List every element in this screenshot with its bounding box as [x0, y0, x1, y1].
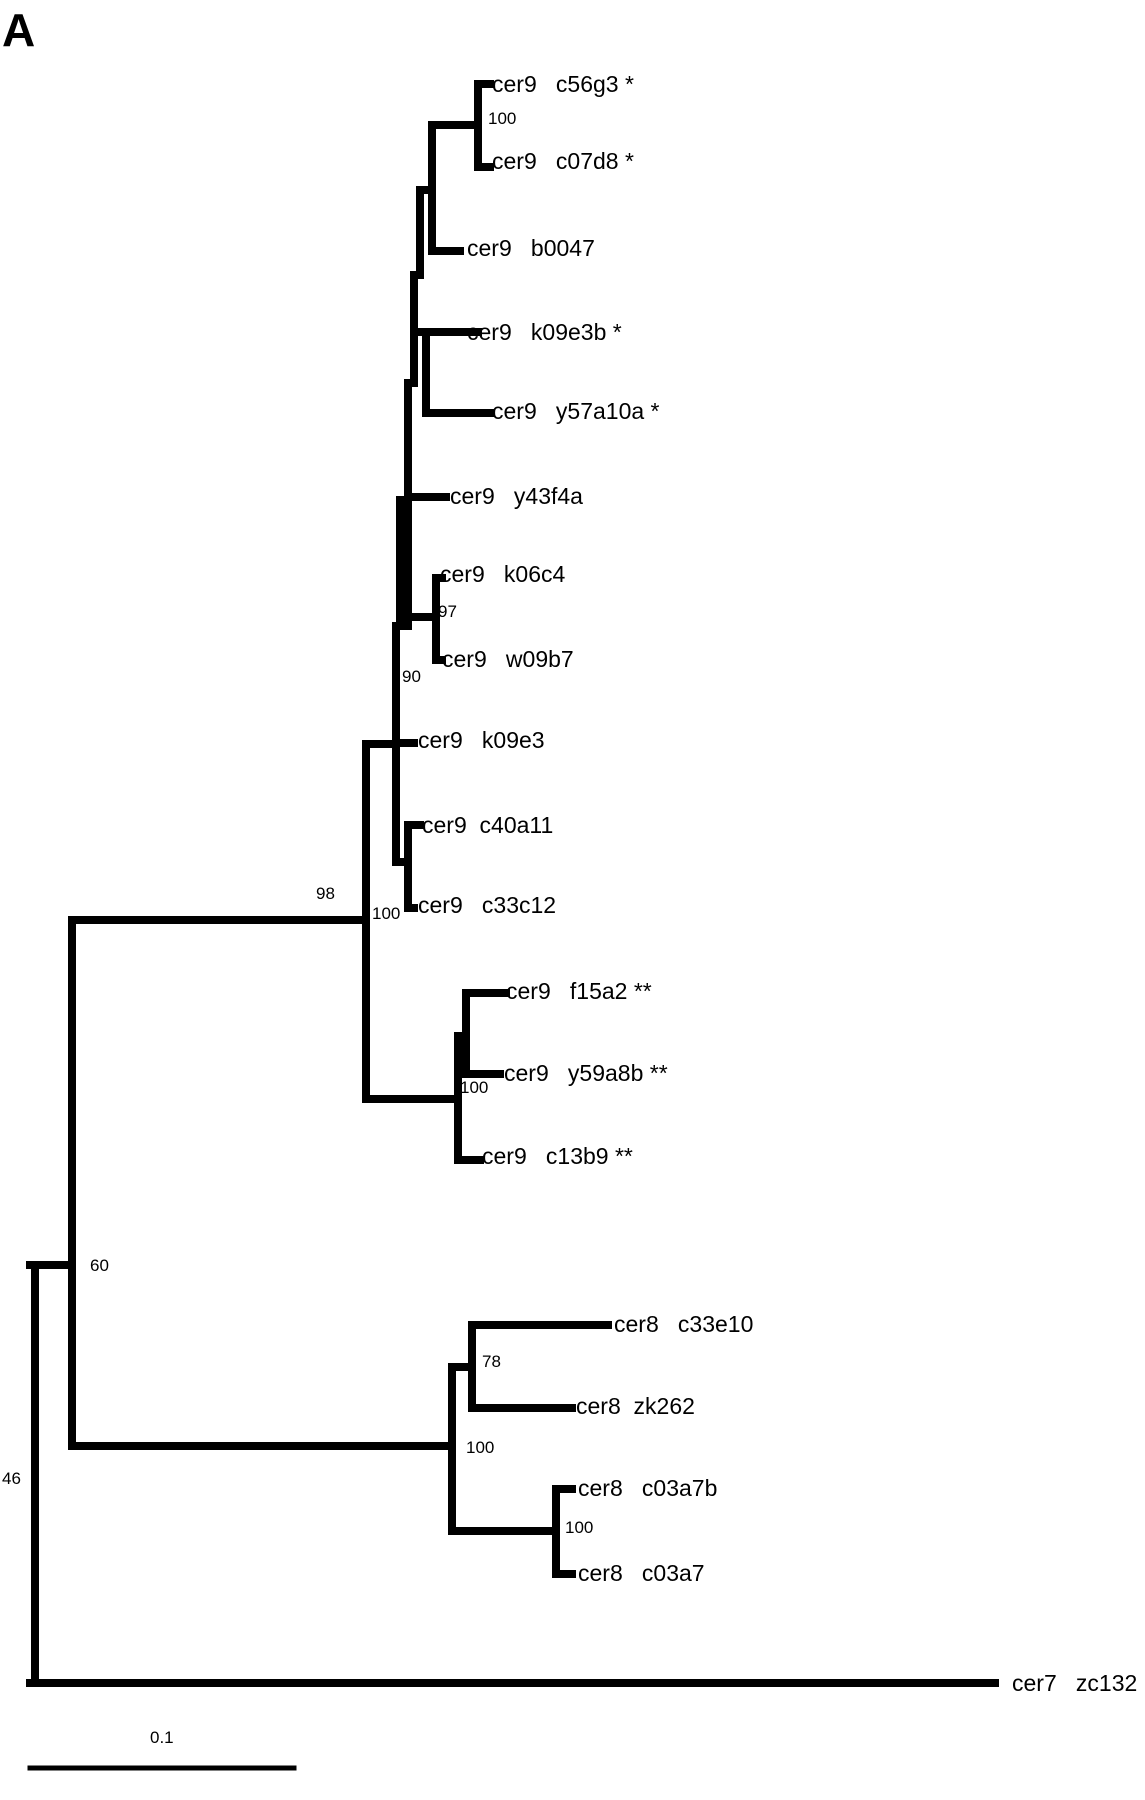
- branch-cer9-clade: [362, 740, 462, 1103]
- leaf-label: cer9 y43f4a: [450, 483, 583, 509]
- support-value: 90: [402, 667, 421, 686]
- leaf-label: cer9 c40a11: [422, 812, 553, 838]
- leaf-label: cer9 k09e3b *: [467, 319, 622, 345]
- support-value: 100: [372, 904, 400, 923]
- branch-cer8-clade: [448, 1363, 560, 1535]
- leaf-label: cer9 b0047: [467, 235, 595, 261]
- branch-k09e3b-y57a10a: [410, 328, 494, 417]
- support-value: 78: [482, 1352, 501, 1371]
- leaf-label: cer9 c07d8 *: [492, 148, 634, 174]
- leaf-label: cer9 c13b9 **: [482, 1143, 633, 1169]
- leaf-label: cer9 w09b7: [442, 646, 574, 672]
- panel-label: A: [2, 4, 35, 56]
- leaf-labels: cer9 c56g3 * cer9 c07d8 * cer9 b0047 cer…: [418, 71, 1137, 1696]
- support-value: 98: [316, 884, 335, 903]
- leaf-label: cer9 k06c4: [440, 561, 565, 587]
- branch-c56g3-c07d8: [428, 80, 482, 255]
- support-value: 100: [488, 109, 516, 128]
- leaf-label: cer9 c56g3 *: [492, 71, 634, 97]
- support-value: 100: [466, 1438, 494, 1457]
- leaf-label: cer8 c03a7b: [578, 1475, 717, 1501]
- leaf-label: cer9 c33c12: [418, 892, 556, 918]
- support-value: 100: [565, 1518, 593, 1537]
- leaf-label: cer9 k09e3: [418, 727, 545, 753]
- branch-c33e10-zk262: [468, 1321, 612, 1412]
- support-values: 100 97 90 100 98 100 60 78 100 100 46: [2, 109, 593, 1537]
- branch-root: [26, 1261, 999, 1687]
- support-value: 46: [2, 1469, 21, 1488]
- tree-branches: [26, 80, 999, 1687]
- branch-c03a7b-c03a7: [552, 1485, 576, 1578]
- leaf-label: cer7 zc132: [1012, 1670, 1137, 1696]
- leaf-label: cer9 y57a10a *: [492, 398, 660, 424]
- leaf-label: cer8 c03a7: [578, 1560, 705, 1586]
- branch-backbone: [404, 379, 418, 630]
- leaf-label: cer9 f15a2 **: [506, 978, 652, 1004]
- branch-k06c4-w09b7: [396, 574, 446, 664]
- leaf-label: cer9 y59a8b **: [504, 1060, 668, 1086]
- leaf-label: cer8 c33e10: [614, 1311, 753, 1337]
- support-value: 100: [460, 1078, 488, 1097]
- branch-c40a11-c33c12: [392, 821, 424, 912]
- scale-bar: 0.1: [27, 1728, 297, 1771]
- branch-f15a2-y59a8b: [462, 989, 510, 1078]
- support-value: 97: [438, 602, 457, 621]
- support-value: 60: [90, 1256, 109, 1275]
- leaf-label: cer8 zk262: [576, 1393, 695, 1419]
- scale-bar-label: 0.1: [150, 1728, 174, 1747]
- branch-cer9-cer8: [68, 916, 456, 1450]
